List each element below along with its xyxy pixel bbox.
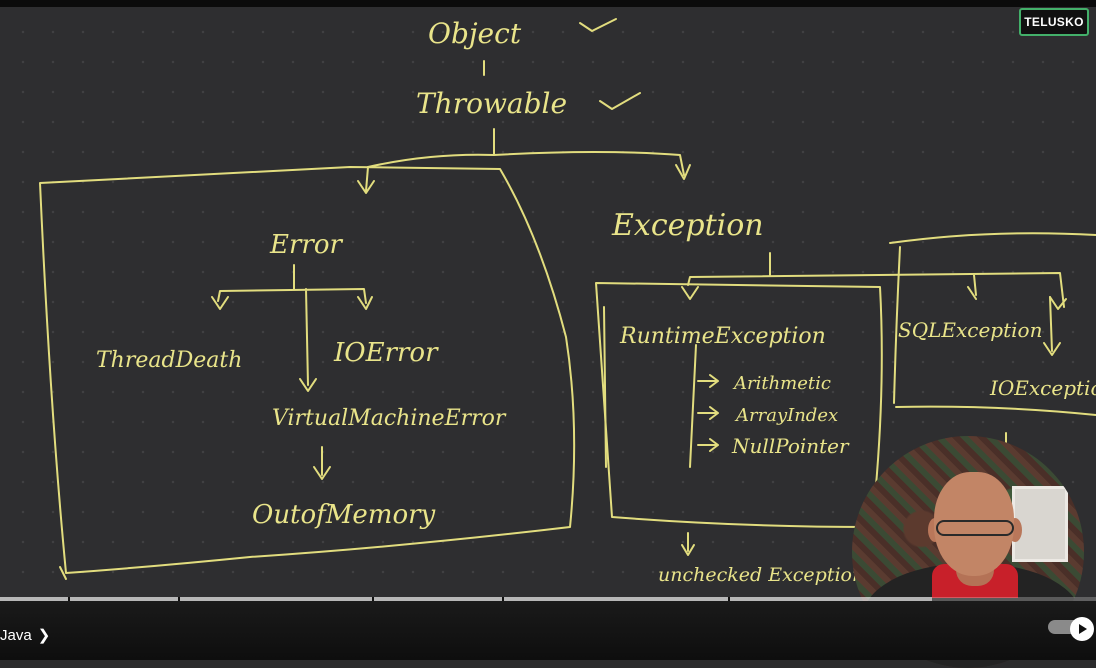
progress-played [0,597,932,601]
presenter-head [934,472,1014,576]
checked-exception-box [889,232,1096,416]
label-null-pointer: NullPointer [731,434,850,458]
label-runtime-exception: RuntimeException [619,324,826,349]
label-throwable: Throwable [416,87,567,120]
telusko-logo: TELUSKO [1019,8,1089,36]
exception-connectors [681,252,1067,310]
connector-throwable [367,128,685,176]
exception-hierarchy-diagram: Object Throwable Error ThreadDeath IOErr… [39,17,1096,586]
label-arithmetic: Arithmetic [732,373,831,394]
arrow-to-exception [675,164,691,180]
top-bar [0,0,1096,7]
arrow-to-out-of-memory [313,446,331,480]
chapter-marker [68,597,70,601]
chapter-label: Java [0,626,32,644]
presenter-glasses [936,520,1014,536]
autoplay-knob[interactable] [1070,617,1094,641]
chapter-marker [728,597,730,601]
box-mark-2 [603,306,607,468]
player-controls: Java ❯ [0,601,1096,660]
label-io-exception: IOException [989,376,1096,400]
label-thread-death: ThreadDeath [96,348,242,373]
video-progress-bar[interactable] [0,597,1096,601]
whiteboard: Object Throwable Error ThreadDeath IOErr… [0,7,1096,597]
box-mark [59,566,67,580]
chapter-marker [372,597,374,601]
label-unchecked: unchecked Exception [658,564,864,586]
label-sql-exception: SQLException [898,318,1042,342]
label-io-error: IOError [333,338,439,368]
label-array-index: ArrayIndex [734,405,838,426]
arrow-to-unchecked [681,532,695,556]
chapter-button[interactable]: Java ❯ [0,625,50,645]
label-error: Error [269,230,343,260]
arrow-to-io-exception [1043,296,1061,356]
runtime-connectors [689,344,719,468]
check-mark-throwable [599,92,641,110]
chevron-right-icon: ❯ [37,627,51,644]
error-connectors [211,264,373,392]
check-mark-object [579,18,617,32]
label-virtual-machine-error: VirtualMachineError [272,406,507,431]
chapter-marker [178,597,180,601]
label-object: Object [428,17,522,50]
chapter-marker [502,597,504,601]
error-box [39,166,576,574]
label-out-of-memory: OutofMemory [252,500,436,530]
arrow-to-error [357,166,375,194]
play-icon [1079,624,1087,634]
label-exception: Exception [611,208,764,243]
